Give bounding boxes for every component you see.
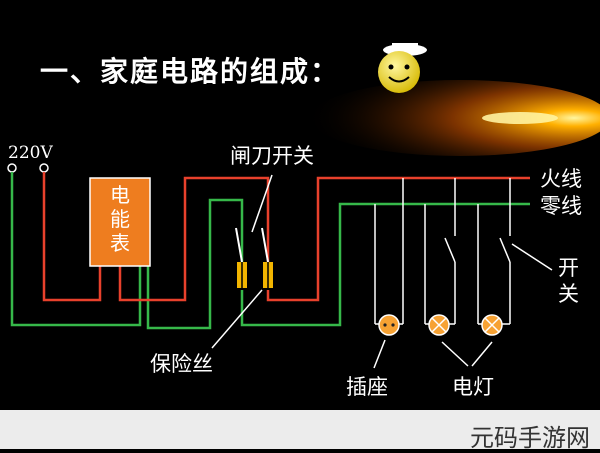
knife-switch-pointer	[251, 174, 273, 233]
neutral-wire-fuse-out	[240, 202, 530, 327]
knife-blade-neutral	[235, 227, 243, 263]
lamp-switch-1	[444, 237, 456, 263]
knife-blade-live	[261, 227, 269, 263]
meter-label: 电能表	[110, 183, 130, 255]
lamp-switch-2	[499, 237, 511, 263]
socket-pointer	[373, 339, 386, 369]
socket-label: 插座	[346, 375, 388, 399]
lamp-pointer-2	[471, 341, 493, 367]
switch-pointer	[511, 243, 553, 271]
terminal-live-input	[7, 163, 17, 173]
switch-label-top: 开	[558, 256, 579, 280]
fuse-label: 保险丝	[150, 352, 213, 376]
voltage-label: 220V	[8, 143, 53, 163]
live-wire-fuse-out	[266, 176, 530, 302]
switch-label-bottom: 关	[558, 282, 579, 306]
slide-title: 一、家庭电路的组成：	[40, 55, 341, 88]
terminal-neutral-input	[39, 163, 49, 173]
smiley-sailor-icon	[378, 43, 427, 93]
comet-core	[482, 112, 558, 124]
knife-switch-label: 闸刀开关	[230, 144, 314, 168]
live-wire	[42, 172, 102, 302]
live-wire-meter-out	[118, 176, 270, 302]
neutral-wire-label: 零线	[540, 194, 582, 218]
comet-decoration	[310, 80, 600, 156]
neutral-wire-meter-out	[146, 198, 244, 330]
fuse-pointer	[211, 289, 263, 349]
socket	[378, 314, 400, 336]
lamp-pointer-1	[441, 341, 469, 367]
watermark: 元码手游网	[470, 424, 590, 452]
electric-meter-box	[89, 177, 151, 267]
footer-bar	[0, 410, 600, 449]
live-wire-label: 火线	[540, 167, 582, 191]
lamp-label: 电灯	[452, 375, 494, 399]
neutral-wire	[10, 172, 142, 327]
